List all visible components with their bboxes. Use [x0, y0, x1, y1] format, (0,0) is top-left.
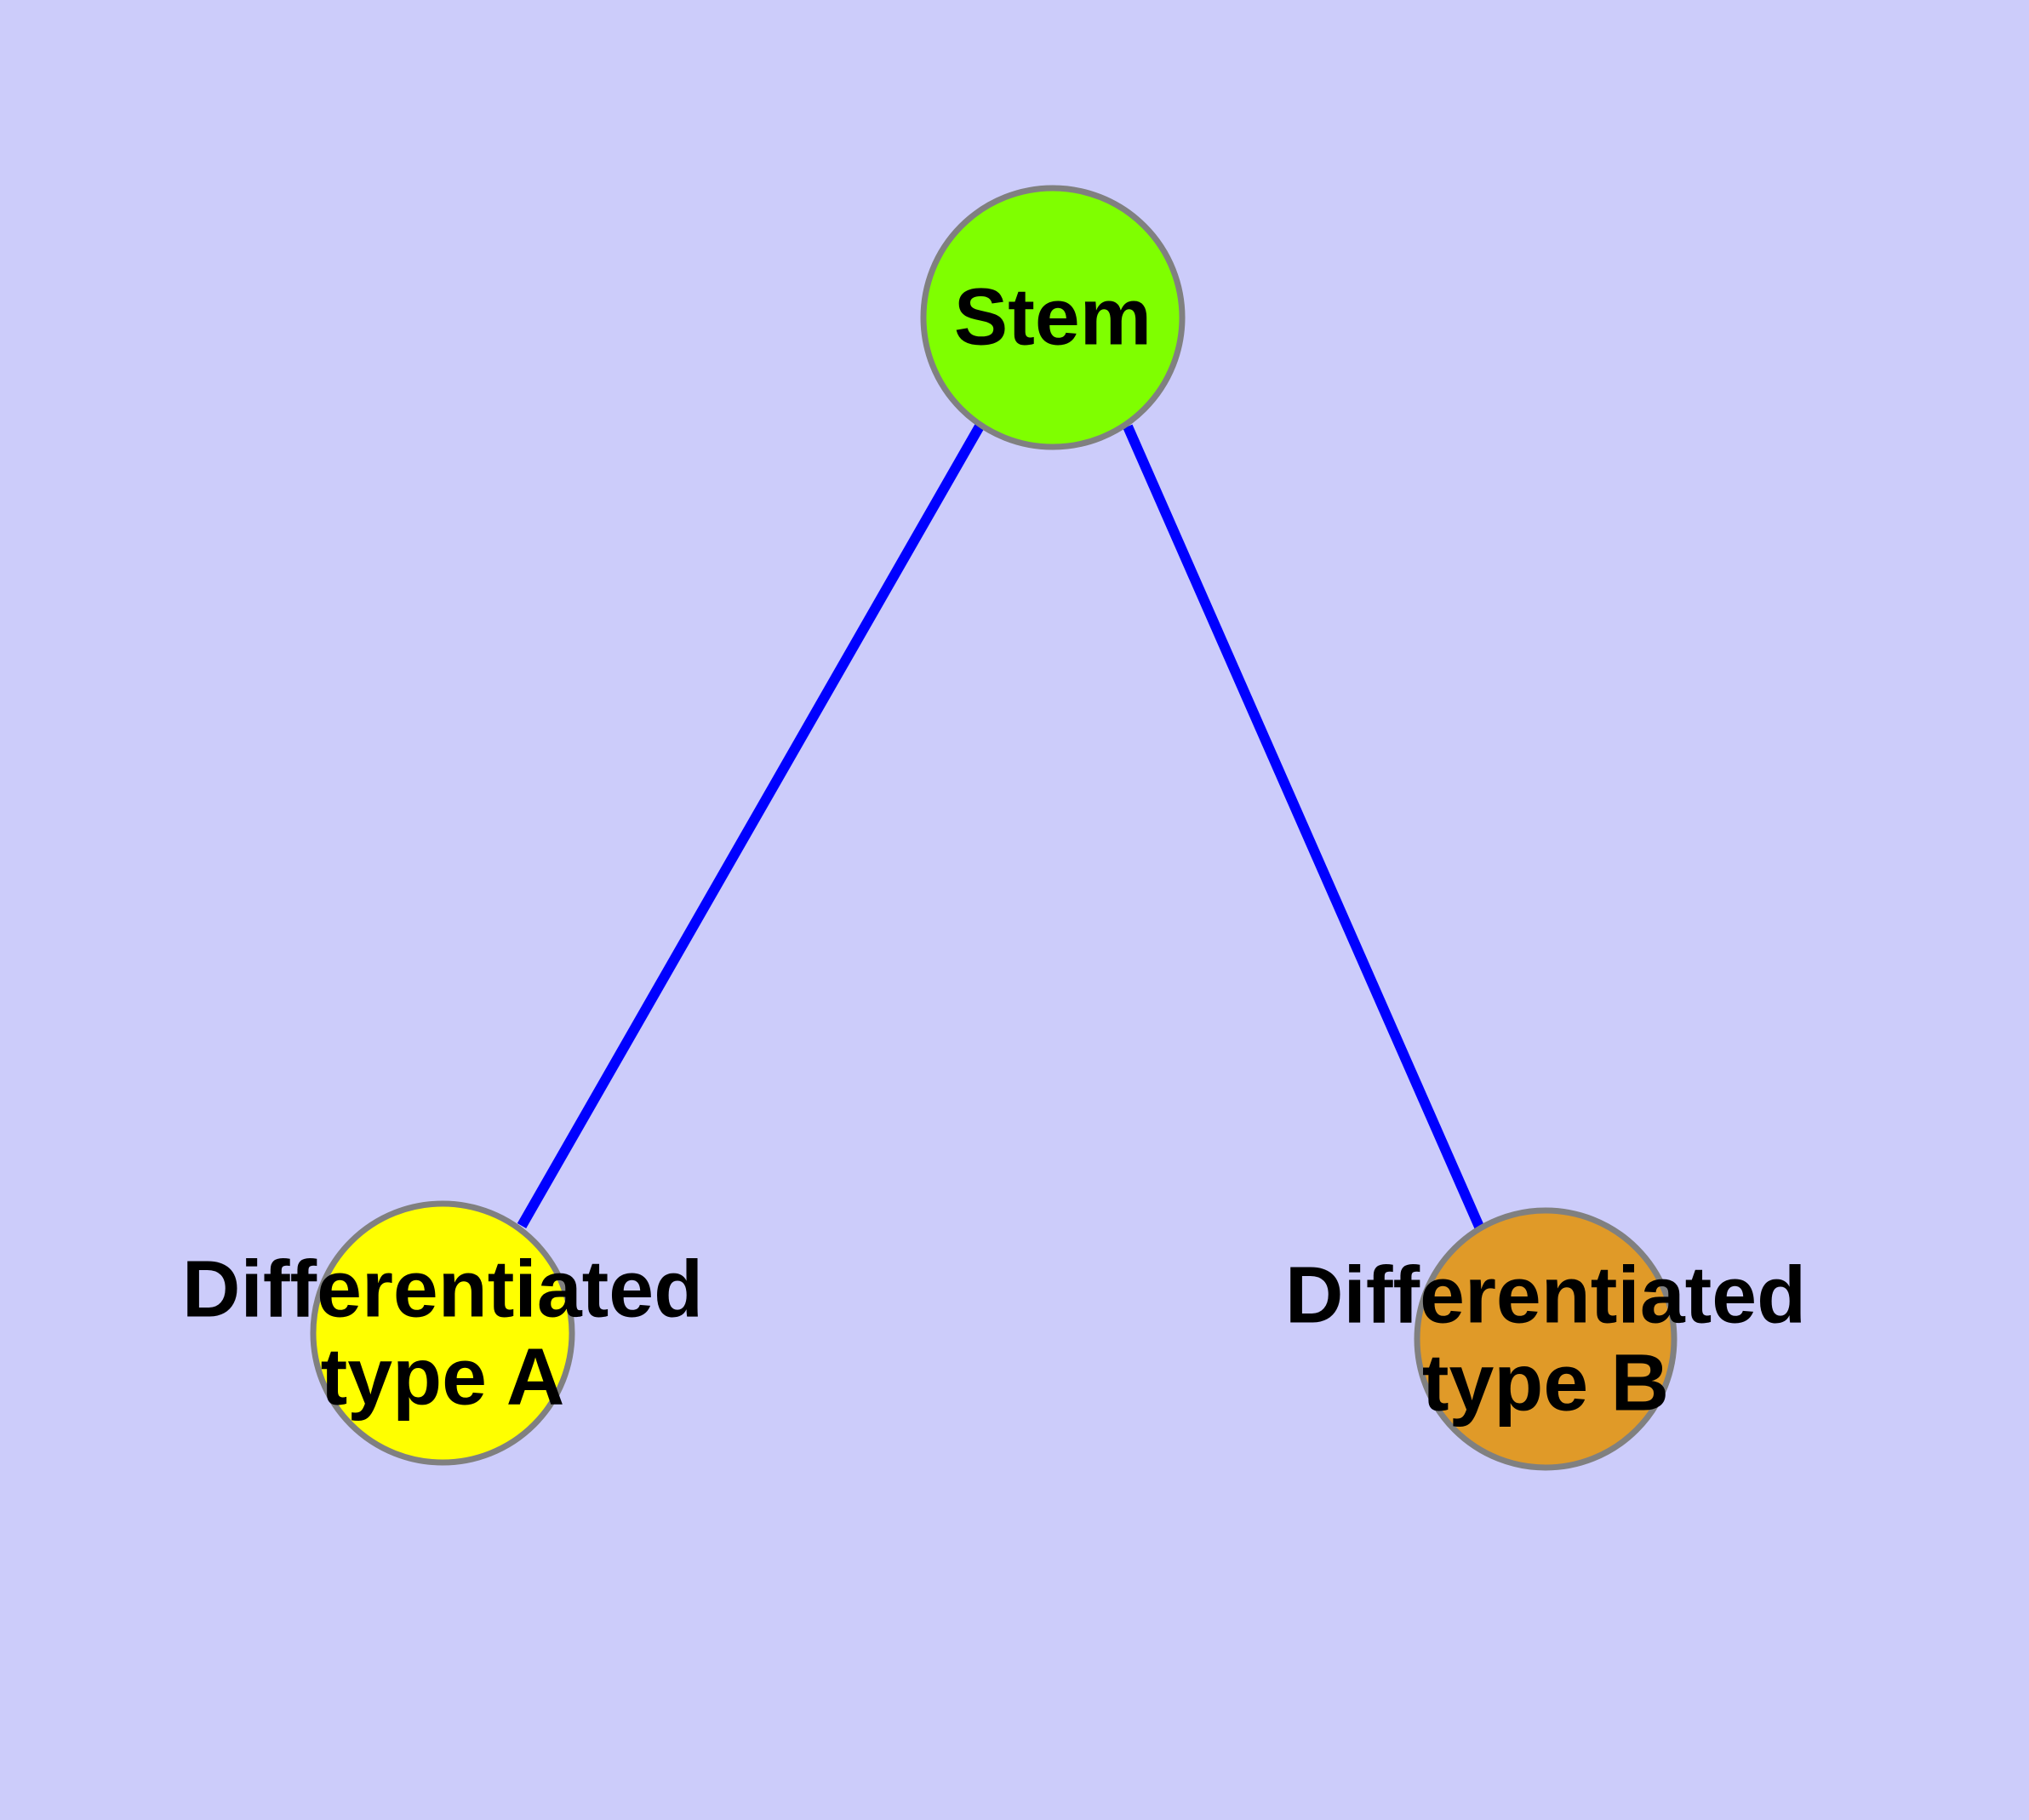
nodes-layer — [310, 185, 1677, 1471]
edge-stem-to-diff_a[interactable] — [517, 422, 986, 1228]
node-diff_a[interactable] — [310, 1200, 575, 1466]
node-diff_b[interactable] — [1414, 1207, 1677, 1471]
edge-stem-to-diff_b[interactable] — [1123, 424, 1484, 1229]
node-stem[interactable] — [920, 185, 1186, 450]
edges-layer — [517, 422, 1484, 1229]
